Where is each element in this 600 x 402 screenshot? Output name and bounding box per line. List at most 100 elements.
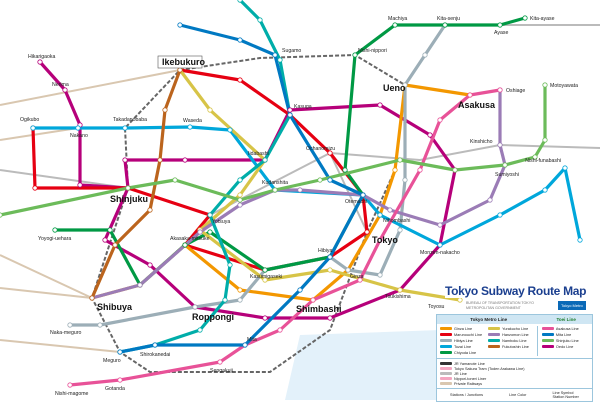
station-motoyawata[interactable]: Motoyawata [550,83,578,89]
station-marker[interactable] [297,187,303,193]
station-marker[interactable] [327,177,333,183]
station-marker[interactable] [0,212,3,218]
station-marker[interactable] [310,297,316,303]
station-marker[interactable] [422,52,428,58]
station-mita[interactable]: Mita [247,337,257,343]
station-yoyogi-uehara[interactable]: Yoyogi-uehara [38,236,71,242]
station-marker[interactable] [364,229,370,235]
station-marker[interactable] [30,125,36,131]
station-marker[interactable] [352,52,358,58]
station-marker[interactable] [177,67,183,73]
station-marker[interactable] [52,227,58,233]
station-oshiage[interactable]: Oshiage [506,88,525,94]
station-marker[interactable] [497,22,503,28]
station-iidabashi[interactable]: Iidabashi [248,151,269,157]
station-kudanshita[interactable]: Kudanshita [262,180,288,186]
station-takadanobaba[interactable]: Takadanobaba [113,117,147,123]
station-shirokanedai[interactable]: Shirokanedai [140,352,170,358]
station-shinjuku[interactable]: Shinjuku [110,194,148,204]
station-marker[interactable] [157,157,163,163]
station-marker[interactable] [467,92,473,98]
station-marker[interactable] [207,107,213,113]
station-marker[interactable] [37,59,43,65]
station-marker[interactable] [227,262,233,268]
station-marker[interactable] [457,297,463,303]
station-marker[interactable] [497,212,503,218]
station-marker[interactable] [122,157,128,163]
station-nishi-magome[interactable]: Nishi-magome [55,391,89,397]
station-meguro[interactable]: Meguro [103,358,121,364]
station-marker[interactable] [242,342,248,348]
station-nihombashi[interactable]: Nihombashi [383,218,410,224]
station-marker[interactable] [427,132,433,138]
station-marker[interactable] [67,322,73,328]
station-asakusa[interactable]: Asakusa [458,100,496,110]
station-marker[interactable] [125,185,131,191]
station-marker[interactable] [262,277,268,283]
station-marker[interactable] [137,282,143,288]
station-shimbashi[interactable]: Shimbashi [296,304,342,314]
station-marker[interactable] [112,242,118,248]
station-marker[interactable] [417,167,423,173]
station-marker[interactable] [392,22,398,28]
station-kita-senju[interactable]: Kita-senju [437,16,460,22]
station-marker[interactable] [327,267,333,273]
station-marker[interactable] [502,162,508,168]
station-marker[interactable] [62,87,68,93]
station-marker[interactable] [497,87,503,93]
station-marker[interactable] [237,202,243,208]
station-marker[interactable] [237,287,243,293]
station-marker[interactable] [402,177,408,183]
station-ogikubo[interactable]: Ogikubo [20,117,39,123]
station-marker[interactable] [117,377,123,383]
station-nerima[interactable]: Nerima [52,82,69,88]
station-marker[interactable] [262,157,268,163]
station-machiya[interactable]: Machiya [388,16,407,22]
station-marker[interactable] [397,287,403,293]
station-marker[interactable] [152,342,158,348]
station-marker[interactable] [327,315,333,321]
station-marker[interactable] [442,22,448,28]
station-marker[interactable] [237,197,243,203]
station-marker[interactable] [177,22,183,28]
station-marker[interactable] [67,382,73,388]
station-kasumigaseki[interactable]: Kasumigaseki [250,274,282,280]
station-marker[interactable] [287,107,293,113]
station-marker[interactable] [197,229,203,235]
station-roppongi[interactable]: Roppongi [192,312,234,322]
station-marker[interactable] [342,167,348,173]
station-marker[interactable] [327,150,333,156]
station-marker[interactable] [387,207,393,213]
station-marker[interactable] [327,254,333,260]
station-hikarigaoka[interactable]: Hikarigaoka [28,54,56,60]
station-marker[interactable] [497,142,503,148]
station-marker[interactable] [197,327,203,333]
station-marker[interactable] [262,315,268,321]
station-marker[interactable] [392,167,398,173]
station-marker[interactable] [172,177,178,183]
station-toyosu[interactable]: Toyosu [428,304,445,310]
station-marker[interactable] [487,197,493,203]
station-marker[interactable] [147,262,153,268]
station-marker[interactable] [102,237,108,243]
station-kita-ayase[interactable]: Kita-ayase [530,16,555,22]
station-marker[interactable] [237,77,243,83]
station-ochanomizu[interactable]: Ochanomizu [306,146,335,152]
station-marker[interactable] [227,127,233,133]
station-marker[interactable] [397,227,403,233]
station-tokyo[interactable]: Tokyo [372,235,398,245]
station-marker[interactable] [542,137,548,143]
station-sengakuji[interactable]: Sengakuji [210,368,233,374]
station-marker[interactable] [272,187,278,193]
station-marker[interactable] [162,107,168,113]
station-marker[interactable] [402,82,408,88]
station-otemachi[interactable]: Otemachi [345,199,367,205]
station-marker[interactable] [272,52,278,58]
station-akasaka-mitsuke[interactable]: Akasaka-mitsuke [170,236,210,242]
station-marker[interactable] [297,287,303,293]
station-kinshicho[interactable]: Kinshicho [470,139,493,145]
station-marker[interactable] [182,242,188,248]
station-marker[interactable] [192,304,198,310]
station-waseda[interactable]: Waseda [183,118,202,124]
station-sugamo[interactable]: Sugamo [282,48,301,54]
